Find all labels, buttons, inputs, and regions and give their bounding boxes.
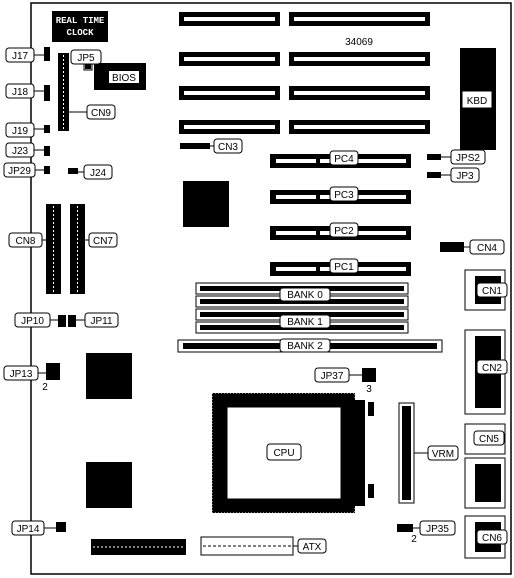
cn5-label: CN5 [479,434,499,445]
chipset-middle [86,353,132,399]
bios-chip: BIOS [94,63,146,90]
j23-label: J23 [12,146,29,157]
cn9-label: CN9 [91,108,111,119]
jp13-jumper [46,363,60,380]
jp35-pin: 2 [411,534,417,545]
pc1-label: PC1 [334,262,354,273]
cn3-header [180,143,210,149]
vrm-header [398,402,415,504]
cpu-label: CPU [273,448,294,459]
jp35-jumper [397,524,413,532]
atx-label: ATX [303,542,322,553]
cn6-label: CN6 [482,533,502,544]
jp35-label: JP35 [426,524,449,535]
jp11-jumper [68,315,76,327]
pc4-label: PC4 [334,154,354,165]
jp3-jumper [427,172,441,178]
jp37-jumper [362,368,376,382]
jps2-label: JPS2 [456,153,480,164]
j17-label: J17 [12,51,29,62]
callout-tags [3,47,508,554]
cn3-label: CN3 [218,142,238,153]
jp13-label: JP13 [10,369,33,380]
pc3-label: PC3 [334,190,354,201]
cn9-header [58,53,69,131]
j19-label: J19 [12,126,29,137]
jp14-jumper [56,522,66,532]
serial-port-cn1 [464,269,506,311]
bios-label: BIOS [112,73,136,84]
cn4-header [440,242,464,252]
bank2-label: BANK 2 [287,341,323,352]
cn1-label: CN1 [482,286,502,297]
jp3-label: JP3 [456,171,474,182]
jp14-label: JP14 [17,524,40,535]
bottom-header [91,539,186,555]
small-jumpers-left [44,47,78,174]
jp13-pin: 2 [42,382,48,393]
labels: J17 JP5 J18 CN9 J19 J23 JP29 J24 CN3 CN8… [8,51,502,553]
real-time-clock: REAL TIME CLOCK [52,11,108,42]
chipset-top [183,181,229,227]
cn7-header [70,204,85,294]
cn7-label: CN7 [93,236,113,247]
isa-slots [179,12,430,134]
jp29-label: JP29 [8,166,31,177]
cn8-header [46,204,61,294]
connector-mouse [464,457,506,509]
rtc-line-1: REAL TIME [56,16,105,26]
model-number: 34069 [345,37,373,48]
keyboard-connector: KBD [460,48,496,150]
jp5-label: JP5 [77,53,95,64]
rtc-line-2: CLOCK [66,28,94,38]
chipset-bottom [86,462,132,508]
kbd-label: KBD [467,96,488,107]
jp10-jumper [58,315,66,327]
jp37-label: JP37 [321,371,344,382]
j18-label: J18 [12,87,29,98]
jp10-label: JP10 [21,316,44,327]
cn2-label: CN2 [482,363,502,374]
bank0-label: BANK 0 [287,290,323,301]
jp37-pin: 3 [366,384,372,395]
vrm-label: VRM [432,449,454,460]
cn8-label: CN8 [15,236,35,247]
j24-label: J24 [90,168,107,179]
jps2-jumper [427,154,441,160]
leader-lines [34,54,470,547]
atx-power-connector [200,536,294,556]
cn4-label: CN4 [477,243,497,254]
jp11-label: JP11 [90,316,112,327]
pc2-label: PC2 [334,226,354,237]
bank1-label: BANK 1 [287,317,323,328]
